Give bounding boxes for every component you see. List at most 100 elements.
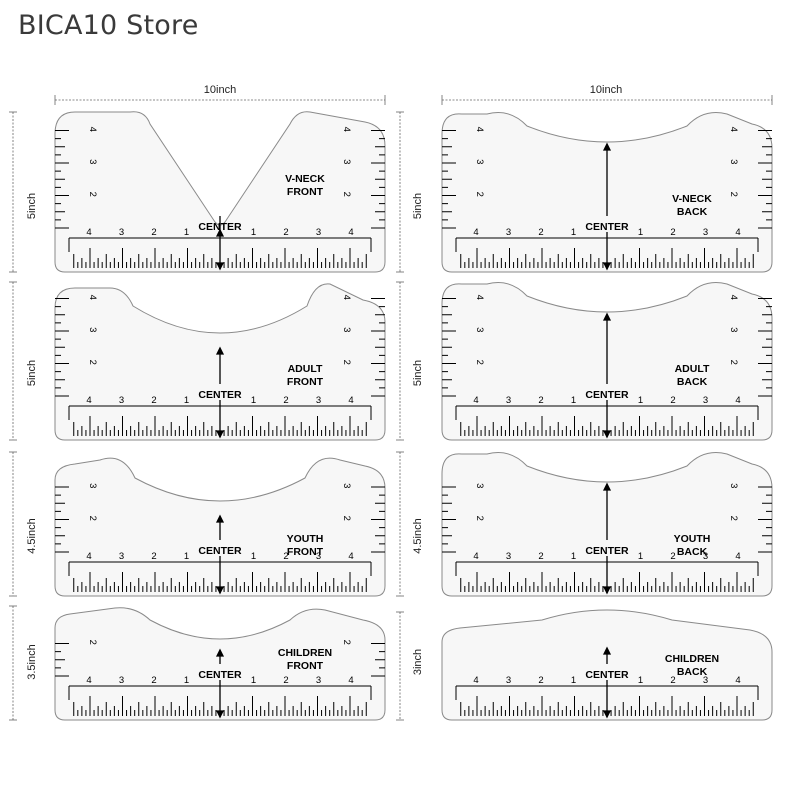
side-tick-label-right: 3 (728, 327, 739, 332)
side-tick-label-right: 2 (341, 360, 352, 365)
bottom-tick-label: 2 (151, 551, 156, 562)
center-arrow (602, 142, 612, 271)
side-scales (442, 130, 772, 229)
ruler-name-line1: ADULT (675, 363, 710, 375)
bottom-tick-label: 2 (151, 227, 156, 238)
width-label-right: 10inch (589, 84, 623, 96)
bottom-tick-label: 1 (251, 395, 256, 406)
bottom-tick-label: 3 (119, 675, 124, 686)
side-tick-label-right: 4 (728, 127, 739, 132)
bottom-tick-label: 3 (506, 675, 511, 686)
center-label: CENTER (585, 545, 629, 557)
bottom-tick-label: 2 (151, 675, 156, 686)
bottom-tick-label: 1 (251, 675, 256, 686)
bottom-tick-label: 1 (638, 675, 643, 686)
bottom-tick-label: 4 (348, 551, 353, 562)
center-label: CENTER (198, 669, 242, 681)
bottom-tick-label: 4 (735, 675, 740, 686)
bottom-tick-label: 4 (348, 395, 353, 406)
side-tick-label-left: 2 (87, 192, 98, 197)
bottom-tick-label: 3 (703, 551, 708, 562)
side-tick-label-right: 4 (341, 127, 352, 132)
bottom-tick-label: 1 (571, 675, 576, 686)
ruler-name-line1: ADULT (288, 363, 323, 375)
bottom-tick-label: 3 (703, 227, 708, 238)
ruler-name-line2: BACK (677, 546, 708, 558)
bottom-tick-label: 4 (473, 227, 478, 238)
ruler-body (54, 111, 386, 273)
ruler-body (441, 609, 773, 721)
bottom-tick-label: 1 (251, 227, 256, 238)
side-scales (55, 643, 385, 677)
bottom-tick-label: 1 (184, 551, 189, 562)
bottom-tick-label: 3 (119, 227, 124, 238)
bottom-tick-label: 4 (86, 675, 91, 686)
bottom-tick-label: 1 (184, 395, 189, 406)
bottom-tick-label: 2 (538, 227, 543, 238)
center-label: CENTER (198, 221, 242, 233)
center-label: CENTER (198, 545, 242, 557)
bottom-tick-label: 2 (670, 395, 675, 406)
side-tick-label-right: 2 (728, 192, 739, 197)
bottom-tick-label: 4 (735, 395, 740, 406)
bottom-tick-label: 2 (670, 551, 675, 562)
bottom-tick-label: 3 (703, 395, 708, 406)
ruler-name-line1: YOUTH (674, 533, 711, 545)
bottom-tick-label: 2 (283, 395, 288, 406)
bottom-tick-label: 2 (538, 551, 543, 562)
bottom-tick-label: 1 (251, 551, 256, 562)
side-tick-label-right: 3 (341, 159, 352, 164)
side-tick-label-left: 2 (474, 192, 485, 197)
center-label: CENTER (585, 669, 629, 681)
side-tick-label-left: 2 (87, 360, 98, 365)
side-tick-label-right: 2 (341, 640, 352, 645)
side-tick-label-left: 4 (87, 295, 98, 300)
bottom-tick-label: 4 (473, 395, 478, 406)
side-tick-label-right: 4 (728, 295, 739, 300)
bottom-scale (455, 405, 759, 436)
side-tick-label-right: 2 (341, 192, 352, 197)
side-tick-label-right: 2 (728, 360, 739, 365)
bottom-tick-label: 1 (184, 675, 189, 686)
side-tick-label-left: 3 (87, 483, 98, 488)
bottom-tick-label: 4 (86, 551, 91, 562)
bottom-tick-label: 2 (538, 675, 543, 686)
ruler-name-line1: CHILDREN (665, 653, 719, 665)
bottom-tick-label: 3 (316, 551, 321, 562)
bottom-tick-label: 2 (670, 675, 675, 686)
bottom-tick-label: 2 (538, 395, 543, 406)
ruler-name-line2: BACK (677, 206, 708, 218)
bottom-tick-label: 4 (348, 227, 353, 238)
bottom-tick-label: 2 (283, 675, 288, 686)
bottom-tick-label: 1 (571, 395, 576, 406)
bottom-tick-label: 4 (86, 227, 91, 238)
side-tick-label-right: 3 (728, 159, 739, 164)
bottom-tick-label: 1 (571, 551, 576, 562)
side-tick-label-right: 3 (341, 327, 352, 332)
side-tick-label-left: 2 (474, 360, 485, 365)
bottom-tick-label: 4 (473, 675, 478, 686)
side-tick-label-left: 3 (474, 483, 485, 488)
store-title: BICA10 Store (18, 10, 199, 41)
bottom-tick-label: 3 (119, 551, 124, 562)
bottom-tick-label: 1 (638, 551, 643, 562)
side-tick-label-left: 4 (474, 295, 485, 300)
side-tick-label-left: 3 (474, 159, 485, 164)
height-dimensions (9, 111, 404, 721)
bottom-tick-label: 3 (316, 227, 321, 238)
center-arrow (215, 346, 225, 439)
bottom-tick-label: 3 (703, 675, 708, 686)
side-tick-label-left: 4 (87, 127, 98, 132)
side-tick-label-left: 2 (87, 640, 98, 645)
bottom-tick-label: 2 (283, 227, 288, 238)
side-tick-label-left: 3 (87, 159, 98, 164)
bottom-tick-label: 2 (283, 551, 288, 562)
ruler-name-line2: BACK (677, 376, 708, 388)
